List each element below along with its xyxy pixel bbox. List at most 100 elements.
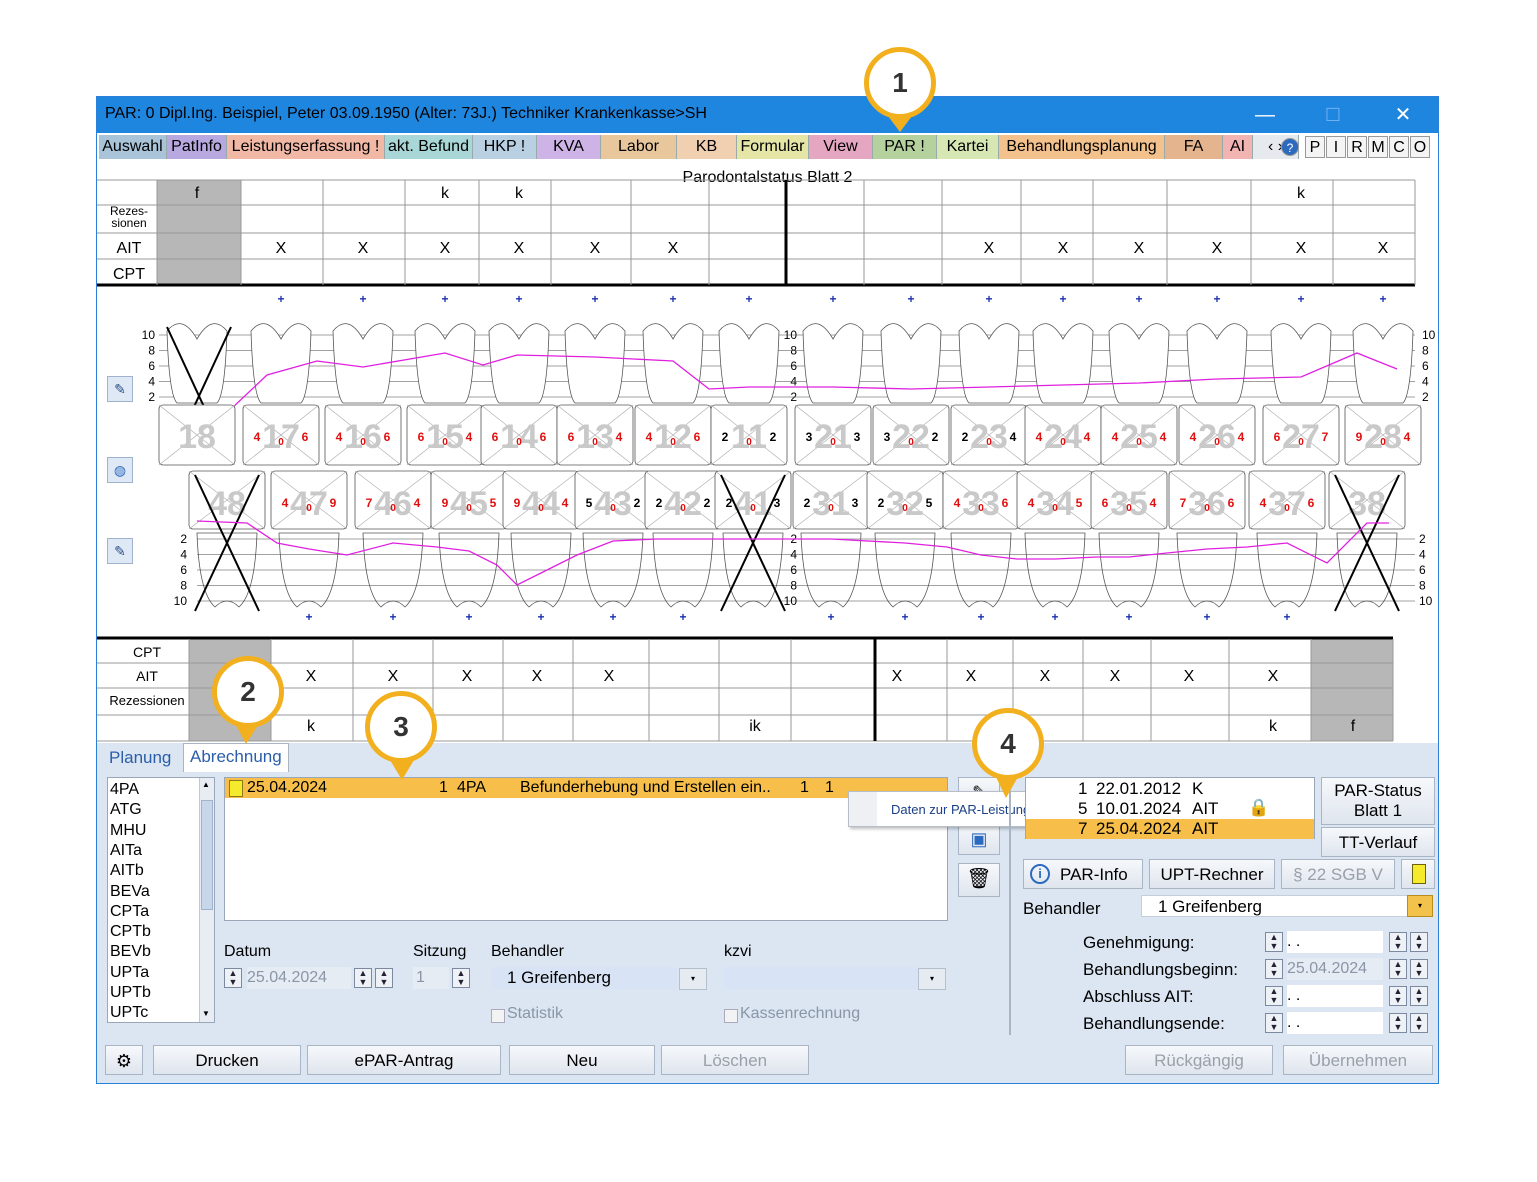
behandler-dropdown-icon[interactable]: ▾ <box>679 968 707 990</box>
list-item[interactable]: AITb <box>110 862 144 880</box>
scroll-down-icon[interactable]: ▼ <box>202 1009 210 1018</box>
list-item[interactable]: CPTb <box>110 923 151 941</box>
tab-0[interactable]: Auswahl <box>99 135 167 159</box>
list-item[interactable]: AITa <box>110 841 143 859</box>
date-spinner[interactable]: ▲▼ <box>1389 986 1407 1006</box>
clipboard-button[interactable] <box>1401 859 1435 889</box>
date-spinner[interactable]: ▲▼ <box>1265 986 1283 1006</box>
lower-pen-icon[interactable]: ✎ <box>107 538 133 564</box>
side-button-i[interactable]: I <box>1326 136 1346 158</box>
tab-12[interactable]: Behandlungsplanung <box>999 135 1165 159</box>
list-item[interactable]: CPTa <box>110 902 150 920</box>
date-spinner[interactable]: ▲▼ <box>1265 932 1283 952</box>
context-menu-item-par-daten[interactable]: Daten zur PAR-Leistung <box>891 802 1031 817</box>
upper-pen-icon[interactable]: ✎ <box>107 376 133 402</box>
sitzung-field[interactable]: 1 <box>413 967 449 989</box>
list-item[interactable]: BEVb <box>110 943 151 961</box>
date-spinner[interactable]: ▲▼ <box>1410 986 1428 1006</box>
table-row[interactable]: 25.04.2024 1 4PA Befunderhebung und Erst… <box>225 778 947 798</box>
side-button-p[interactable]: P <box>1305 136 1325 158</box>
side-button-c[interactable]: C <box>1389 136 1409 158</box>
tab-10[interactable]: PAR ! <box>873 135 937 159</box>
help-icon[interactable]: ? <box>1281 138 1299 156</box>
kzvi-dropdown-icon[interactable]: ▾ <box>918 968 946 990</box>
minimize-button[interactable]: — <box>1255 104 1275 126</box>
drucken-button[interactable]: Drucken <box>153 1045 301 1075</box>
tab-1[interactable]: PatInfo <box>167 135 227 159</box>
date-spinner[interactable]: ▲▼ <box>1389 932 1407 952</box>
behandler2-select[interactable]: 1 Greifenberg <box>1141 895 1409 917</box>
par-status-button[interactable]: PAR-Status Blatt 1 <box>1321 777 1435 825</box>
maximize-button[interactable]: ☐ <box>1324 105 1342 125</box>
tab-14[interactable]: AI <box>1223 135 1253 159</box>
sitzung-spinner[interactable]: ▲▼ <box>452 968 470 988</box>
list-item[interactable]: MHU <box>110 821 147 839</box>
tab-11[interactable]: Kartei <box>937 135 999 159</box>
list-item[interactable]: UPTb <box>110 984 151 1001</box>
tab-4[interactable]: HKP ! <box>473 135 537 159</box>
behandler-select[interactable]: 1 Greifenberg <box>491 967 677 989</box>
code-list-scrollbar[interactable]: ▲ ▼ <box>199 778 214 1022</box>
tab-7[interactable]: KB <box>677 135 737 159</box>
kzvi-select[interactable] <box>724 967 918 989</box>
side-button-m[interactable]: M <box>1368 136 1388 158</box>
date-spinner[interactable]: ▲▼ <box>1389 1013 1407 1033</box>
settings-gear-icon[interactable]: ⚙ <box>105 1045 143 1075</box>
tab-13[interactable]: FA <box>1165 135 1223 159</box>
loeschen-button[interactable]: Löschen <box>661 1045 809 1075</box>
side-button-r[interactable]: R <box>1347 136 1367 158</box>
epar-antrag-button[interactable]: ePAR-Antrag <box>307 1045 501 1075</box>
date-spinner[interactable]: ▲▼ <box>1265 959 1283 979</box>
scroll-up-icon[interactable]: ▲ <box>202 780 210 789</box>
tab-abrechnung[interactable]: Abrechnung <box>183 743 289 772</box>
list-item[interactable]: UPTa <box>110 963 150 981</box>
abschluss-value-field[interactable]: . . <box>1287 985 1383 1007</box>
uebernehmen-button[interactable]: Übernehmen <box>1283 1045 1433 1075</box>
date-spinner[interactable]: ▲▼ <box>1265 1013 1283 1033</box>
date-spinner[interactable]: ▲▼ <box>1410 932 1428 952</box>
save-icon[interactable]: ▣ <box>958 823 1000 855</box>
tab-5[interactable]: KVA <box>537 135 601 159</box>
tab-8[interactable]: Formular <box>737 135 809 159</box>
datum-spinner-right2[interactable]: ▲▼ <box>375 968 393 988</box>
tab-2[interactable]: Leistungserfassung ! <box>227 135 385 159</box>
par-info-button[interactable]: i PAR-Info <box>1023 859 1143 889</box>
neu-button[interactable]: Neu <box>509 1045 655 1075</box>
datum-field[interactable]: 25.04.2024 <box>247 967 351 989</box>
genehmigung-value-field[interactable]: . . <box>1287 931 1383 953</box>
beginn-value-field[interactable]: 25.04.2024 <box>1287 958 1383 980</box>
sgb-button[interactable]: § 22 SGB V <box>1281 859 1395 889</box>
globe-icon[interactable]: ◍ <box>107 457 133 483</box>
list-item[interactable]: 4PA <box>110 781 140 798</box>
list-item[interactable]: ATG <box>110 801 142 819</box>
kassenrechnung-checkbox[interactable] <box>724 1009 738 1023</box>
tab-9[interactable]: View <box>809 135 873 159</box>
ende-value-field[interactable]: . . <box>1287 1012 1383 1034</box>
close-button[interactable]: ✕ <box>1394 104 1412 126</box>
scale-label: 10 <box>142 328 156 342</box>
side-button-o[interactable]: O <box>1410 136 1430 158</box>
datum-spinner-right1[interactable]: ▲▼ <box>354 968 372 988</box>
behandler2-dropdown-icon[interactable]: ▾ <box>1407 895 1433 917</box>
date-spinner[interactable]: ▲▼ <box>1389 959 1407 979</box>
list-item[interactable]: UPTc <box>110 1004 149 1022</box>
tt-verlauf-button[interactable]: TT-Verlauf <box>1321 827 1435 857</box>
tab-6[interactable]: Labor <box>601 135 677 159</box>
rueckgaengig-button[interactable]: Rückgängig <box>1125 1045 1273 1075</box>
tab-3[interactable]: akt. Befund <box>385 135 473 159</box>
date-spinner[interactable]: ▲▼ <box>1410 959 1428 979</box>
statistik-checkbox[interactable] <box>491 1009 505 1023</box>
crown-diag <box>644 470 722 530</box>
billing-entries-list[interactable]: 25.04.2024 1 4PA Befunderhebung und Erst… <box>224 777 948 921</box>
tab-planung[interactable]: Planung <box>109 748 172 767</box>
list-item[interactable]: BEVa <box>110 882 150 900</box>
trash-icon[interactable]: 🗑 <box>958 863 1000 897</box>
upt-rechner-button[interactable]: UPT-Rechner <box>1149 859 1275 889</box>
datum-spinner-left[interactable]: ▲▼ <box>224 968 242 988</box>
date-spinner[interactable]: ▲▼ <box>1410 1013 1428 1033</box>
